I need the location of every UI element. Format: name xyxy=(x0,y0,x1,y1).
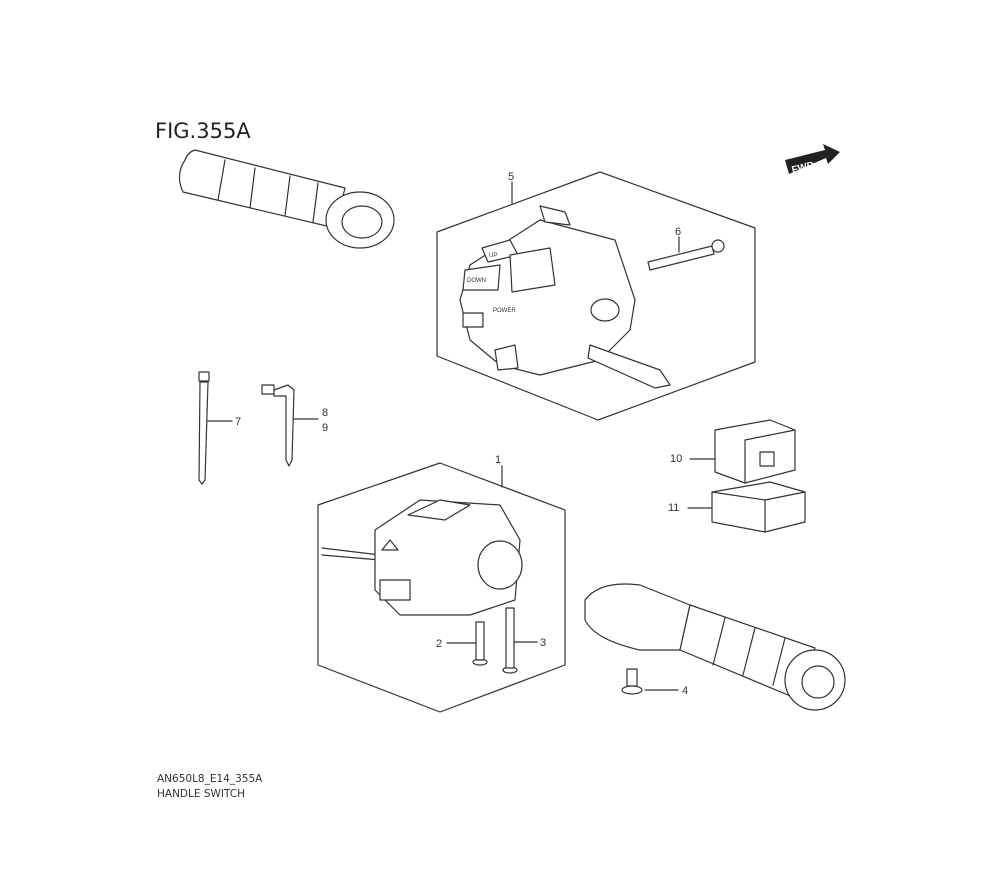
fwd-label: FWD xyxy=(791,160,816,176)
screw-3 xyxy=(502,607,518,674)
callout-2: 2 xyxy=(436,638,442,650)
left-grip xyxy=(178,149,395,249)
callout-9: 9 xyxy=(322,422,328,434)
callout-8: 8 xyxy=(322,407,328,419)
left-handle-switch-housing xyxy=(321,499,523,616)
assembly-box-1 xyxy=(317,462,566,713)
screw-2 xyxy=(472,621,488,666)
right-grip xyxy=(584,583,846,711)
power-button-label: POWER xyxy=(493,308,516,314)
callout-10: 10 xyxy=(670,453,682,465)
fwd-arrow-icon: FWD xyxy=(785,144,840,176)
figure-title: FIG.355A xyxy=(155,119,251,143)
callout-6: 6 xyxy=(675,226,681,238)
callout-7: 7 xyxy=(235,416,241,428)
up-button-label: UP xyxy=(489,253,497,259)
assembly-box-5 xyxy=(436,171,756,421)
cable-tie-7 xyxy=(198,371,210,485)
relay-10 xyxy=(714,419,796,484)
screw-6 xyxy=(647,239,725,271)
callout-4: 4 xyxy=(682,685,688,697)
relay-11 xyxy=(711,481,806,533)
figure-name: HANDLE SWITCH xyxy=(157,788,245,800)
callout-1: 1 xyxy=(495,454,501,466)
screw-4 xyxy=(621,668,643,695)
clamp-8-9 xyxy=(261,384,295,467)
down-button-label: DOWN xyxy=(467,278,486,284)
callout-5: 5 xyxy=(508,171,514,183)
callout-3: 3 xyxy=(540,637,546,649)
figure-code: AN650L8_E14_355A xyxy=(157,773,263,785)
right-handle-switch-housing: UP DOWN POWER xyxy=(459,205,671,389)
callout-11: 11 xyxy=(668,502,679,514)
